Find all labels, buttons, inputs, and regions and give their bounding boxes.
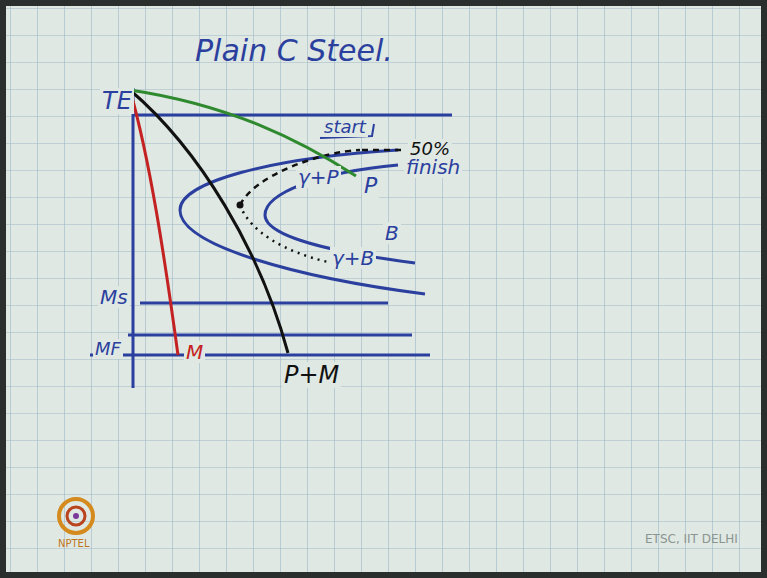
ms-label: Ms xyxy=(98,286,130,308)
logo-text: NPTEL xyxy=(58,538,90,549)
phase-label: γ+B xyxy=(330,247,376,269)
finish-label: finish xyxy=(404,156,462,178)
diagram-title: Plain C Steel. xyxy=(195,34,393,67)
start-label: start xyxy=(322,117,368,137)
watermark: ETSC, IIT DELHI xyxy=(645,533,738,546)
paper xyxy=(6,6,761,572)
bainite-label: B xyxy=(383,222,401,244)
mf-line xyxy=(128,334,412,337)
product-label: P+M xyxy=(282,362,341,388)
temperature-axis xyxy=(132,88,135,388)
ms-line xyxy=(140,302,388,305)
time-axis xyxy=(90,354,430,357)
fifty-percent-curve xyxy=(240,150,360,205)
nose-dot xyxy=(237,202,244,209)
phase-label: γ+P xyxy=(296,166,341,188)
start-curve xyxy=(180,150,425,294)
pearlite-label: P xyxy=(362,174,379,198)
fifty-percent-bainite-curve xyxy=(240,205,328,262)
fifty-percent-leader xyxy=(362,149,404,152)
grid xyxy=(6,6,761,572)
nptel-logo xyxy=(59,499,93,533)
medium-cooling-curve xyxy=(130,90,288,353)
martensite-label: M xyxy=(184,341,205,363)
eutectoid-temp-label: TE xyxy=(100,88,134,114)
te-line xyxy=(133,114,452,117)
mf-label: MF xyxy=(93,339,123,359)
